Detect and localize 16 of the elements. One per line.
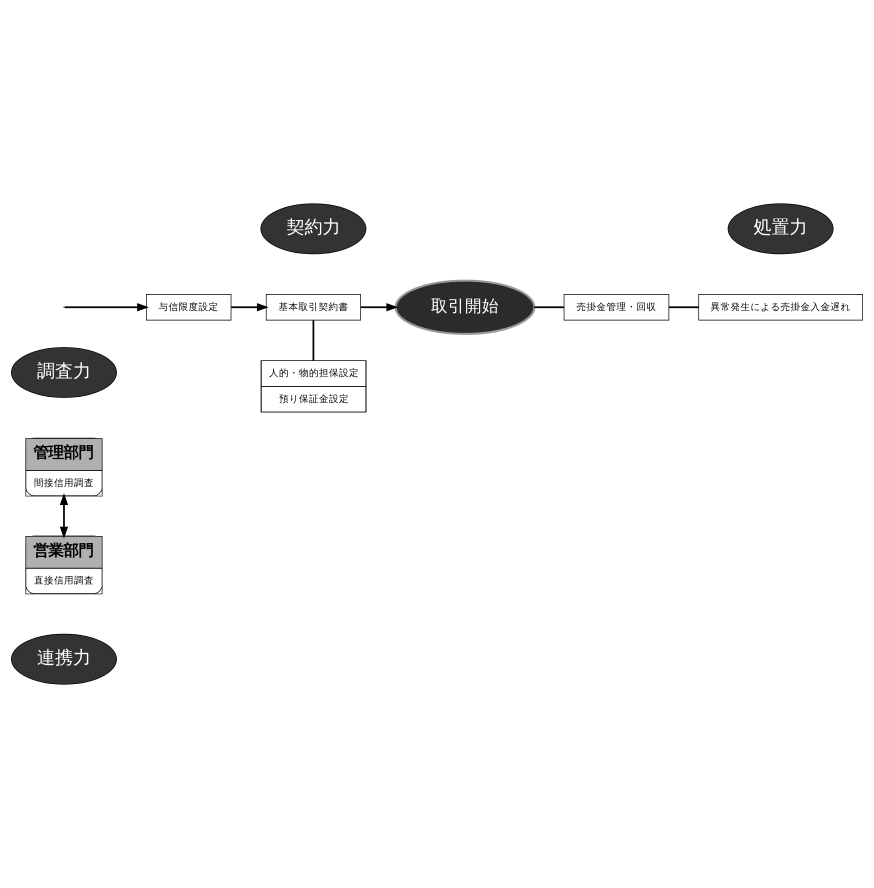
node-box: 基本取引契約書: [266, 294, 361, 320]
node-box: 売掛金管理・回収: [564, 294, 670, 320]
node-ellipse: 調査力: [11, 347, 117, 398]
node-ellipse: 処置力: [728, 203, 834, 254]
node-ellipse: 契約力: [260, 203, 366, 254]
arrow: [360, 303, 398, 312]
connector: [668, 306, 699, 308]
arrow: [231, 303, 269, 312]
connector: [312, 320, 314, 360]
node-ellipse: 連携力: [11, 634, 117, 685]
arrow: [64, 303, 149, 312]
node-ellipse: 取引開始: [394, 280, 536, 335]
arrow: [60, 493, 68, 539]
node-box: 異常発生による売掛金入金遅れ: [698, 294, 863, 320]
connector: [534, 306, 564, 308]
node-box: 与信限度設定: [146, 294, 232, 320]
